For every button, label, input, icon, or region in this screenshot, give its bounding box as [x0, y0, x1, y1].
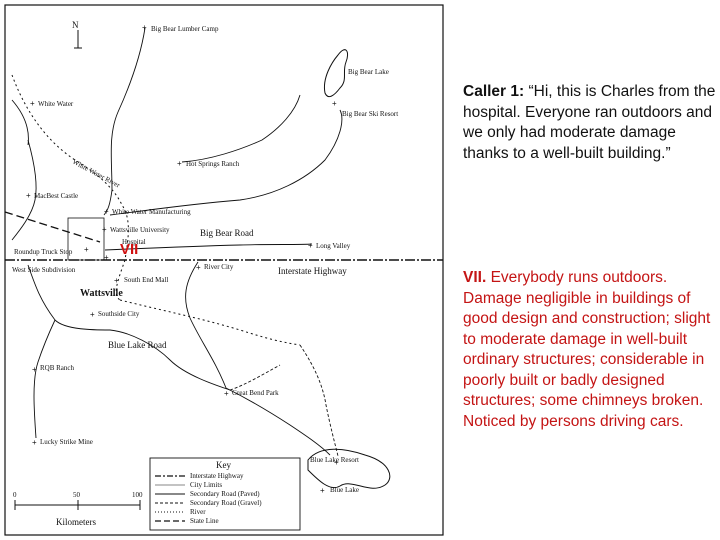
scale-tick-50: 50	[73, 491, 81, 499]
label-long-valley: Long Valley	[316, 242, 351, 250]
label-macbest: MacBest Castle	[34, 192, 78, 200]
map-frame	[4, 4, 444, 536]
svg-text:+: +	[334, 458, 339, 467]
blue-lake-shape	[307, 448, 391, 489]
map-key: Key Interstate Highway City Limits Secon…	[149, 457, 301, 531]
gravel-road-blue-lake	[299, 344, 339, 457]
scale-bar: 0 50 100 Kilometers	[13, 491, 143, 527]
caller-quote: Caller 1: “Hi, this is Charles from the …	[463, 82, 718, 164]
svg-text:+: +	[104, 253, 109, 262]
road-hot-springs	[181, 94, 301, 163]
label-blue-lake-road: Blue Lake Road	[108, 340, 167, 350]
intensity-level: VII.	[463, 269, 487, 286]
key-item-city-limits: City Limits	[190, 481, 222, 489]
blue-lake-road-line	[27, 264, 231, 391]
svg-text:+: +	[102, 225, 107, 234]
label-blue-lake: Blue Lake	[330, 486, 359, 494]
svg-text:+: +	[30, 99, 35, 108]
key-item-interstate: Interstate Highway	[190, 472, 244, 480]
key-item-state-line: State Line	[190, 517, 219, 525]
label-ww-manufacturing: White Water Manufacturing	[112, 208, 191, 216]
svg-text:+: +	[104, 207, 109, 216]
road-lumber-camp	[103, 27, 146, 216]
road-white-water	[11, 99, 29, 146]
label-westside: West Side Subdivision	[12, 266, 76, 274]
label-southside: Southside City	[98, 310, 140, 318]
caller-name: Caller 1:	[463, 83, 525, 100]
place-markers: + + + + + + + + + + + + + + + + + +	[26, 23, 339, 495]
label-white-water: White Water	[38, 100, 74, 108]
river-east-line	[119, 299, 301, 346]
road-long-valley	[104, 243, 313, 251]
label-hospital: Hospital	[122, 238, 146, 246]
label-lucky-strike: Lucky Strike Mine	[40, 438, 93, 446]
svg-text:+: +	[224, 389, 229, 398]
seismic-map: N + + + + + + + + + + + + + + + + +	[4, 4, 444, 536]
label-wattsville-university: Wattsville University	[110, 226, 170, 234]
big-bear-road-line	[109, 109, 343, 216]
map-drawing: N + + + + + + + + + + + + + + + + +	[4, 4, 444, 536]
caller-quote-text: “Hi, this is Charles from the hospital. …	[463, 83, 716, 162]
road-macbest	[11, 139, 37, 241]
label-wattsville: Wattsville	[80, 288, 123, 299]
svg-text:+: +	[84, 245, 89, 254]
svg-text:+: +	[142, 23, 147, 32]
svg-text:+: +	[177, 159, 182, 168]
label-big-bear-lake: Big Bear Lake	[348, 68, 389, 76]
label-blue-lake-resort: Blue Lake Resort	[310, 456, 359, 464]
svg-text:+: +	[320, 486, 325, 495]
label-south-end-mall: South End Mall	[124, 276, 168, 284]
label-ski-resort: Big Bear Ski Resort	[342, 110, 398, 118]
label-hot-springs: Hot Springs Ranch	[186, 160, 240, 168]
svg-text:+: +	[26, 191, 31, 200]
gravel-road-great-bend	[229, 364, 281, 391]
scale-tick-0: 0	[13, 491, 17, 499]
label-river: White Water River	[71, 158, 122, 190]
svg-text:+: +	[114, 276, 119, 285]
north-label: N	[72, 20, 79, 30]
intensity-description: VII. Everybody runs outdoors. Damage neg…	[463, 268, 718, 432]
svg-text:+: +	[308, 241, 313, 250]
svg-text:+: +	[90, 310, 95, 319]
big-bear-lake-shape	[323, 49, 349, 98]
svg-text:+: +	[196, 263, 201, 272]
intensity-marker-vii: VII	[120, 241, 138, 258]
scale-tick-100: 100	[132, 491, 143, 499]
state-line	[4, 211, 101, 243]
label-interstate: Interstate Highway	[278, 266, 347, 276]
key-item-gravel: Secondary Road (Gravel)	[190, 499, 262, 507]
svg-text:+: +	[32, 365, 37, 374]
svg-text:+: +	[332, 99, 337, 108]
key-item-river: River	[190, 508, 206, 516]
label-big-bear-road: Big Bear Road	[200, 228, 254, 238]
label-great-bend: Great Bend Park	[232, 389, 279, 397]
north-arrow-icon	[74, 30, 82, 49]
label-rqb-ranch: RQB Ranch	[40, 364, 75, 372]
key-title: Key	[216, 460, 231, 470]
label-river-city: River City	[204, 263, 234, 271]
svg-text:+: +	[32, 438, 37, 447]
label-roundup: Roundup Truck Stop	[14, 248, 73, 256]
label-lumber-camp: Big Bear Lumber Camp	[151, 25, 219, 33]
road-river-city	[185, 261, 227, 389]
key-item-paved: Secondary Road (Paved)	[190, 490, 260, 498]
scale-unit: Kilometers	[56, 517, 96, 527]
city-limits-box	[67, 217, 105, 261]
road-great-bend	[225, 387, 331, 456]
intensity-text: Everybody runs outdoors. Damage negligib…	[463, 269, 711, 430]
road-rqb	[33, 319, 56, 439]
